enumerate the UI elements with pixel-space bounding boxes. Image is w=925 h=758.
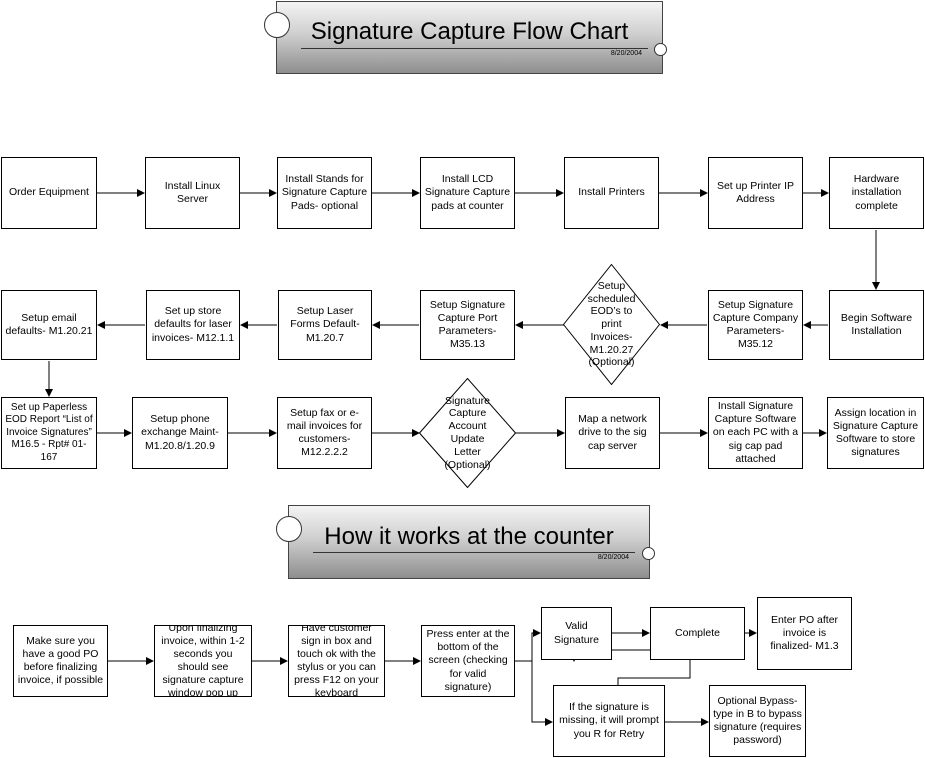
counter-circle-right: [642, 547, 655, 560]
header-banner: Signature Capture Flow Chart 8/20/2004: [276, 1, 663, 74]
counter-bypass: Optional Bypass- type in B to bypass sig…: [709, 685, 806, 757]
arrow-enter-to-valid: [515, 629, 541, 662]
counter-valid-signature: Valid Signature: [541, 607, 612, 660]
counter-good-po: Make sure you have a good PO before fina…: [13, 625, 108, 697]
step-install-printers: Install Printers: [564, 157, 659, 229]
step-paperless-eod: Set up Paperless EOD Report “List of Inv…: [1, 397, 97, 469]
step-email-defaults: Setup email defaults- M1.20.21: [1, 290, 97, 360]
step-laser-forms: Setup Laser Forms Default- M1.20.7: [278, 290, 372, 360]
step-install-software: Install Signature Capture Software on ea…: [708, 397, 803, 469]
step-company-parameters: Setup Signature Capture Company Paramete…: [708, 290, 803, 360]
step-install-lcd-pads: Install LCD Signature Capture pads at co…: [420, 157, 515, 229]
decision-account-letter-label: Signature Capture Account Update Letter …: [444, 394, 491, 471]
step-fax-email: Setup fax or e-mail invoices for custome…: [277, 397, 372, 469]
counter-circle-left: [276, 516, 302, 542]
arrow-enter-to-missing: [531, 661, 553, 726]
decision-account-letter: Signature Capture Account Update Letter …: [419, 378, 516, 488]
counter-press-enter: Press enter at the bottom of the screen …: [421, 625, 515, 697]
counter-title-rule: [313, 552, 635, 553]
header-circle-left: [264, 12, 290, 38]
counter-complete: Complete: [650, 607, 745, 660]
step-order-equipment: Order Equipment: [1, 157, 97, 229]
title-rule: [301, 48, 648, 49]
step-begin-software: Begin Software Installation: [829, 290, 924, 360]
step-store-defaults: Set up store defaults for laser invoices…: [146, 290, 240, 360]
step-printer-ip: Set up Printer IP Address: [708, 157, 803, 229]
header-date: 8/20/2004: [610, 50, 642, 57]
counter-title: How it works at the counter: [324, 523, 614, 550]
step-hardware-complete: Hardware installation complete: [829, 157, 924, 229]
step-phone-exchange: Setup phone exchange Maint- M1.20.8/1.20…: [132, 397, 228, 469]
counter-header-date: 8/20/2004: [597, 554, 629, 561]
header-circle-right: [654, 43, 667, 56]
step-install-stands: Install Stands for Signature Capture Pad…: [277, 157, 372, 229]
step-map-drive: Map a network drive to the sig cap serve…: [565, 397, 660, 469]
decision-scheduled-eods: Setup scheduled EOD’s to print Invoices-…: [563, 264, 660, 385]
page-title: Signature Capture Flow Chart: [310, 18, 629, 45]
decision-scheduled-eods-label: Setup scheduled EOD’s to print Invoices-…: [587, 279, 636, 369]
step-install-linux-server: Install Linux Server: [145, 157, 240, 229]
counter-finalizing: Upon finalizing invoice, within 1-2 seco…: [154, 625, 252, 697]
counter-enter-po: Enter PO after invoice is finalized- M1.…: [757, 597, 852, 670]
counter-customer-sign: Have customer sign in box and touch ok w…: [288, 625, 385, 697]
counter-header-banner: How it works at the counter 8/20/2004: [288, 505, 650, 579]
diamond-shape: [419, 378, 516, 488]
diamond-shape: [563, 264, 660, 385]
step-assign-location: Assign location in Signature Capture Sof…: [827, 397, 924, 469]
counter-missing-signature: If the signature is missing, it will pro…: [553, 685, 665, 757]
step-port-parameters: Setup Signature Capture Port Parameters-…: [420, 290, 515, 360]
